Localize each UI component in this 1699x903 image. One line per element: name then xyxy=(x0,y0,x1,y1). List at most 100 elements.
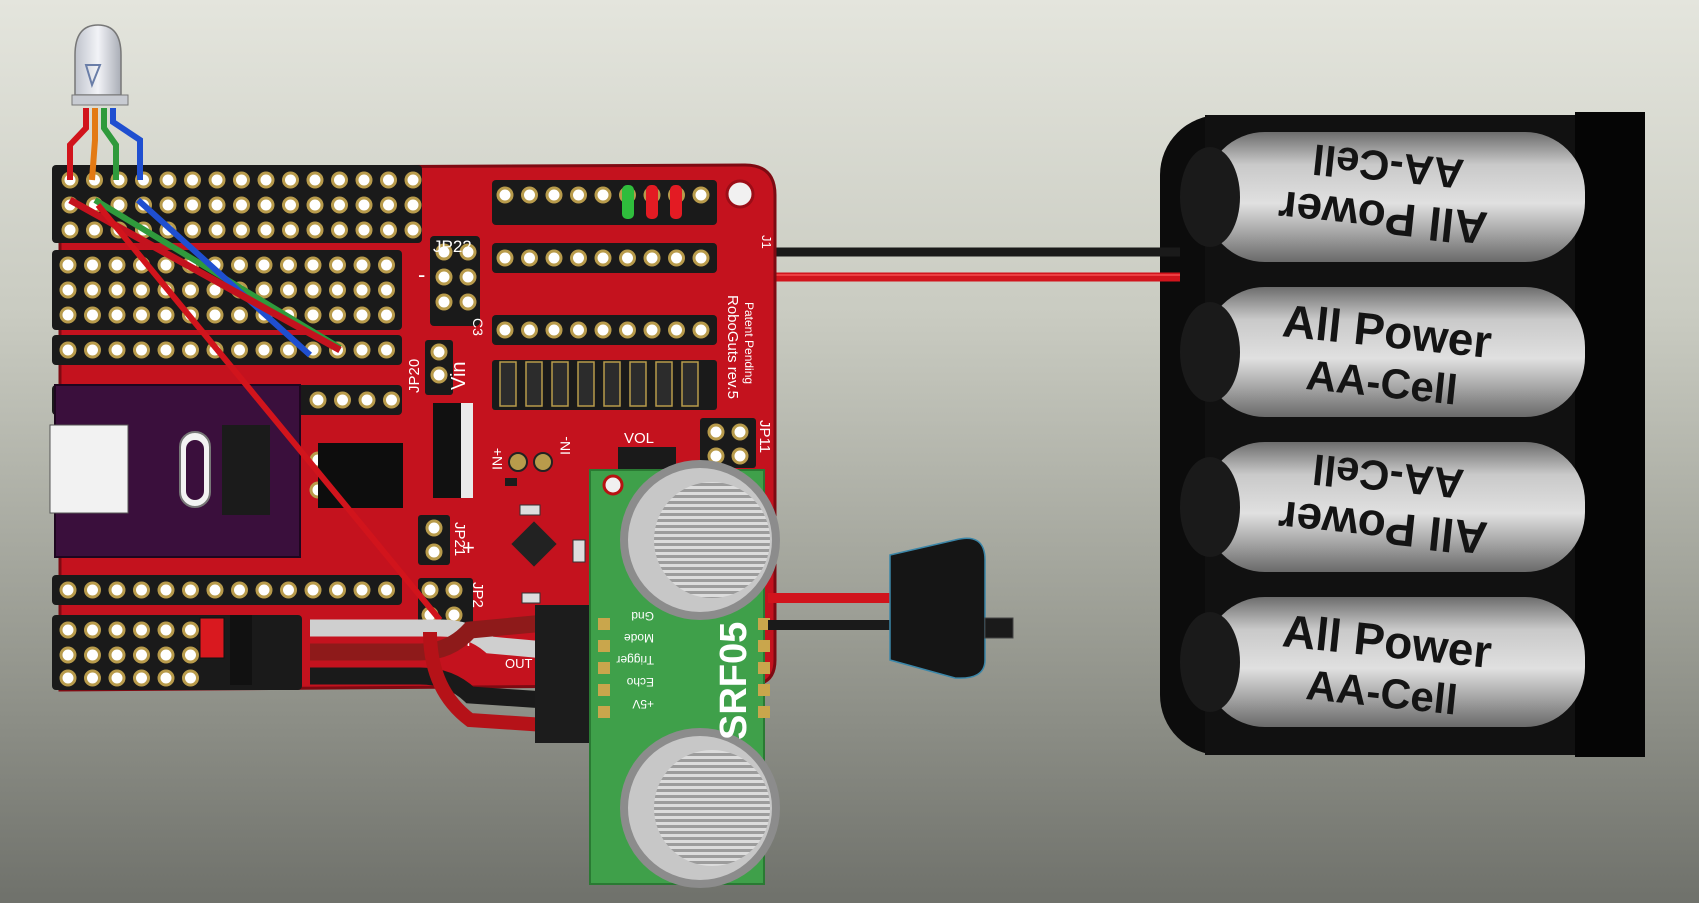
header-pin xyxy=(445,581,463,599)
header-pin xyxy=(459,243,477,261)
header-pin xyxy=(570,249,587,267)
header-pin xyxy=(182,669,199,687)
header-pin xyxy=(594,249,612,267)
header-pin xyxy=(282,221,299,239)
led-red-2 xyxy=(670,185,682,219)
header-pin xyxy=(133,281,150,299)
header-pin xyxy=(84,281,101,299)
header-pin xyxy=(257,196,275,214)
label-j1: J1 xyxy=(759,235,774,249)
header-pin xyxy=(355,196,373,214)
label-vin: Vin xyxy=(448,361,470,390)
header-pin xyxy=(157,621,175,639)
transducer-bottom xyxy=(620,728,780,888)
header-pin xyxy=(59,646,77,664)
header-pin xyxy=(133,341,150,359)
label-jp11: JP11 xyxy=(756,420,773,453)
header-pin xyxy=(184,196,201,214)
header-pin xyxy=(108,306,126,324)
header-pin xyxy=(355,171,373,189)
jumper-pair xyxy=(655,361,673,407)
header-pin xyxy=(182,581,199,599)
ic-chip xyxy=(318,443,403,508)
header-pin xyxy=(545,249,563,267)
header-pin xyxy=(304,256,322,274)
header-pin xyxy=(309,391,327,409)
header-pin xyxy=(378,306,395,324)
header-pin xyxy=(353,581,371,599)
header-pin xyxy=(358,391,376,409)
header-pin xyxy=(84,306,101,324)
sensor-pin-pad xyxy=(598,706,610,718)
header-pin xyxy=(231,581,248,599)
header-pin xyxy=(59,281,77,299)
header-pin xyxy=(208,196,226,214)
jumper-pair xyxy=(603,361,621,407)
header-pin xyxy=(304,281,322,299)
header-pin xyxy=(594,321,612,339)
header-pin xyxy=(255,341,273,359)
sensor-header xyxy=(758,618,770,718)
header-pin xyxy=(86,221,103,239)
sensor-pin-label: Mode xyxy=(624,631,654,645)
header-pin xyxy=(668,249,685,267)
label-jp2x: JP2 xyxy=(469,582,486,608)
sensor-pin-label: Gnd xyxy=(631,609,654,623)
jumper xyxy=(199,617,225,659)
header-pin xyxy=(643,249,661,267)
header-pin xyxy=(380,221,397,239)
header-pin xyxy=(355,221,373,239)
header-pin xyxy=(59,669,77,687)
header-pin xyxy=(521,321,538,339)
mcu-chip xyxy=(222,425,270,515)
header-pin xyxy=(459,268,477,286)
label-jp20: JP20 xyxy=(406,359,423,393)
header-pin xyxy=(157,306,175,324)
header-pin xyxy=(692,321,710,339)
jumper-pair xyxy=(551,361,569,407)
header-pin xyxy=(206,581,224,599)
header-pin xyxy=(378,281,395,299)
led-wires xyxy=(67,108,443,622)
header-pin xyxy=(306,171,324,189)
battery-wires xyxy=(735,247,1180,282)
header-pin xyxy=(231,306,248,324)
header-pin xyxy=(184,171,201,189)
sensor-pin-pad xyxy=(598,684,610,696)
board-name: RoboGuts rev.5 xyxy=(724,295,741,399)
header-pin xyxy=(421,581,439,599)
header-pin xyxy=(108,281,126,299)
header-pin xyxy=(619,249,636,267)
header-pin xyxy=(59,621,77,639)
header-pin xyxy=(280,256,297,274)
header-pin xyxy=(707,423,725,441)
header-pin xyxy=(108,341,126,359)
header-pin xyxy=(404,221,422,239)
header-pin xyxy=(545,186,563,204)
header-pin xyxy=(353,281,371,299)
header-pin xyxy=(233,196,250,214)
header-pin xyxy=(59,256,77,274)
header-pin xyxy=(380,196,397,214)
patent-text: Patent Pending xyxy=(742,302,756,384)
header-pin xyxy=(331,196,348,214)
header-pin xyxy=(59,581,77,599)
header-pin xyxy=(208,171,226,189)
header-pin xyxy=(208,221,226,239)
header-pin xyxy=(133,621,150,639)
label-c3: C3 xyxy=(470,318,486,336)
sensor-connector xyxy=(535,605,593,743)
header-pin xyxy=(108,646,126,664)
jumper-pair xyxy=(525,361,543,407)
header-pin xyxy=(570,186,587,204)
header-pin xyxy=(353,306,371,324)
transducer-top xyxy=(620,460,780,620)
header-pin xyxy=(257,221,275,239)
header-pin xyxy=(157,341,175,359)
label-in-minus: IN- xyxy=(557,436,573,455)
header-pin xyxy=(280,341,297,359)
header-pin xyxy=(334,391,351,409)
label-vol: VOL xyxy=(624,430,654,447)
